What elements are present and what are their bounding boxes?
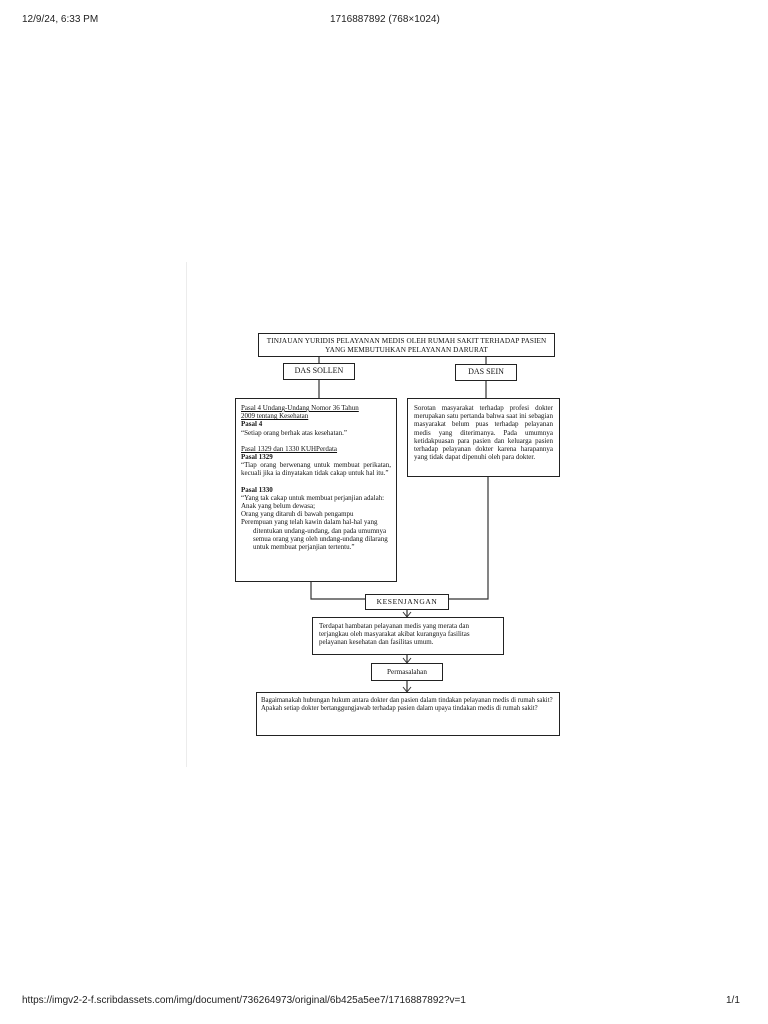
research-question-2: Apakah setiap dokter bertanggungjawab te…	[261, 705, 538, 713]
pasal-1330-item-1: Anak yang belum dewasa;	[241, 502, 316, 511]
das-sein-content-box: Sorotan masyarakat terhadap profesi dokt…	[407, 398, 560, 477]
pasal-1329-label: Pasal 1329	[241, 453, 273, 462]
terdapat-hambatan-box: Terdapat hambatan pelayanan medis yang m…	[312, 617, 504, 655]
pasal-1329-text: “Tiap orang berwenang untuk membuat peri…	[241, 461, 391, 478]
pasal-4-label: Pasal 4	[241, 420, 263, 429]
kesenjangan-box: KESENJANGAN	[365, 594, 449, 610]
print-url: https://imgv2-2-f.scribdassets.com/img/d…	[22, 995, 466, 1006]
pasal-4-text: “Setiap orang berhak atas kesehatan.”	[241, 428, 347, 437]
das-sollen-content-box: Pasal 4 Undang-Undang Nomor 36 Tahun 200…	[235, 398, 397, 582]
undang-undang-heading-line1: Pasal 4 Undang-Undang Nomor 36 Tahun	[241, 404, 359, 412]
diagram-title-line2: YANG MEMBUTUHKAN PELAYANAN DARURAT	[325, 346, 488, 354]
diagram-title-box: TINJAUAN YURIDIS PELAYANAN MEDIS OLEH RU…	[258, 333, 555, 357]
pasal-1330-intro: “Yang tak cakap untuk membuat perjanjian…	[241, 493, 385, 502]
diagram-title-line1: TINJAUAN YURIDIS PELAYANAN MEDIS OLEH RU…	[266, 337, 547, 345]
print-datetime: 12/9/24, 6:33 PM	[22, 14, 99, 25]
document-page-edge	[186, 262, 187, 767]
pasal-1330-label: Pasal 1330	[241, 485, 273, 494]
das-sollen-box: DAS SOLLEN	[283, 363, 355, 380]
permasalahan-box: Permasalahan	[371, 663, 443, 681]
research-question-1: Bagaimanakah hubungan hukum antara dokte…	[261, 697, 553, 704]
research-questions-box: Bagaimanakah hubungan hukum antara dokte…	[256, 692, 560, 736]
das-sein-box: DAS SEIN	[455, 364, 517, 381]
kuhperdata-heading: Pasal 1329 dan 1330 KUHPerdata	[241, 444, 338, 453]
pasal-1330-item-3: Perempuan yang telah kawin dalam hal-hal…	[241, 518, 388, 552]
print-page-count: 1/1	[726, 995, 740, 1006]
undang-undang-heading-line2: 2009 tentang Kesehatan	[241, 412, 309, 421]
print-document-title: 1716887892 (768×1024)	[330, 14, 440, 25]
pasal-1330-item-2: Orang yang ditaruh di bawah pengampu	[241, 510, 354, 519]
